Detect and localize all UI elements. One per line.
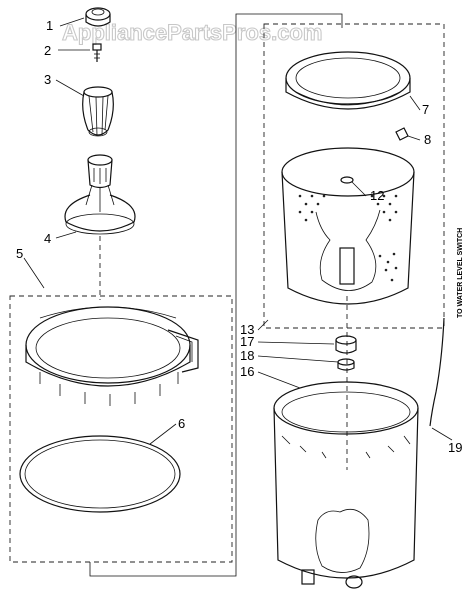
callout-7: 7 <box>422 102 429 117</box>
watermark-text: AppliancePartsPros.com <box>62 20 322 45</box>
part-agitator-base <box>64 154 136 235</box>
part-drive-seal <box>337 358 355 371</box>
callout-13: 13 <box>240 322 254 337</box>
assembly-box-13 <box>263 23 445 329</box>
part-spanner-nut <box>335 335 357 354</box>
part-tub-ring <box>25 306 199 406</box>
callout-3: 3 <box>44 72 51 87</box>
part-balance-ring <box>285 51 411 110</box>
callout-16: 16 <box>240 364 254 379</box>
callout-2: 2 <box>44 43 51 58</box>
water-level-switch-note: TO WATER LEVEL SWITCH <box>457 228 464 318</box>
callout-17: 17 <box>240 334 254 349</box>
part-tub-gasket <box>19 435 181 513</box>
part-agitator-bolt <box>92 43 102 62</box>
callout-6: 6 <box>178 416 185 431</box>
part-pressure-hose <box>429 317 445 427</box>
callout-1: 1 <box>46 18 53 33</box>
assembly-box-5 <box>9 295 233 563</box>
part-wash-basket <box>281 147 415 305</box>
part-outer-tub <box>273 381 419 589</box>
leader-lines <box>23 17 453 445</box>
basket-perforations <box>298 194 398 282</box>
part-ring-clip <box>395 127 409 141</box>
part-agitator-cap <box>85 7 111 27</box>
callout-8: 8 <box>424 132 431 147</box>
callout-19: 19 <box>448 440 462 455</box>
callout-12: 12 <box>370 188 384 203</box>
connector-line <box>89 13 343 577</box>
callout-4: 4 <box>44 231 51 246</box>
callout-5: 5 <box>16 246 23 261</box>
callout-18: 18 <box>240 348 254 363</box>
part-agitator-cam <box>82 86 114 137</box>
